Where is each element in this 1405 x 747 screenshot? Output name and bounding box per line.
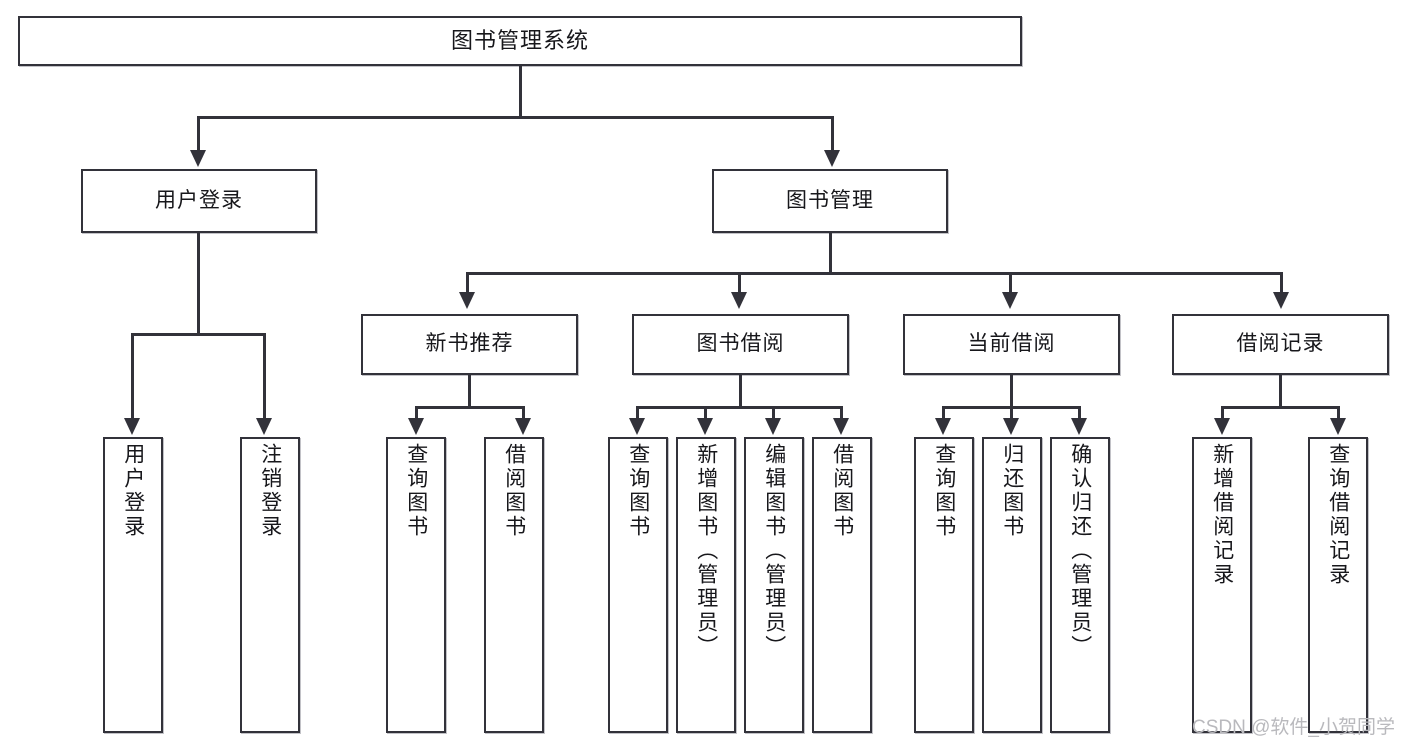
node-root-book-management-system[interactable]: 图书管理系统 — [18, 16, 1022, 66]
arrow-current-borrow-leaf-3 — [1071, 418, 1087, 435]
node-borrow-record[interactable]: 借阅记录 — [1172, 314, 1389, 375]
edge-level3-bus — [466, 272, 1283, 275]
edge-book-borrow-leaf-2 — [704, 406, 707, 420]
leaf-add-book-admin[interactable]: 新增图书（管理员） — [676, 437, 736, 733]
arrow-book-borrow-leaf-1 — [629, 418, 645, 435]
node-label: 查询图书 — [404, 443, 428, 539]
edge-user-login-leaf-2 — [263, 333, 266, 420]
node-label: 确认归还（管理员） — [1068, 443, 1092, 659]
edge-borrow-record-leaf-2 — [1337, 406, 1340, 420]
node-new-book-recommend[interactable]: 新书推荐 — [361, 314, 578, 375]
edge-book-borrow-leaf-3 — [772, 406, 775, 420]
edge-new-book-recommend-bus — [415, 406, 525, 409]
arrow-new-book-recommend-leaf-1 — [408, 418, 424, 435]
node-user-login[interactable]: 用户登录 — [81, 169, 317, 233]
edge-book-borrow-leaf-4 — [840, 406, 843, 420]
leaf-logout[interactable]: 注销登录 — [240, 437, 300, 733]
leaf-user-login[interactable]: 用户登录 — [103, 437, 163, 733]
edge-root-stem — [519, 66, 522, 117]
arrow-book-borrow-leaf-3 — [765, 418, 781, 435]
edge-current-borrow-leaf-1 — [942, 406, 945, 420]
node-label: 用户登录 — [155, 188, 243, 212]
edge-to-book-borrow — [738, 272, 741, 294]
edge-book-borrow-bus — [636, 406, 843, 409]
edge-to-borrow-record — [1280, 272, 1283, 294]
node-book-management[interactable]: 图书管理 — [712, 169, 948, 233]
leaf-query-book-recommend[interactable]: 查询图书 — [386, 437, 446, 733]
node-label: 图书借阅 — [696, 332, 785, 356]
arrow-to-user-login — [190, 150, 206, 167]
node-label: 新增图书（管理员） — [694, 443, 718, 659]
node-label: 借阅图书 — [502, 443, 526, 539]
node-current-borrow[interactable]: 当前借阅 — [903, 314, 1120, 375]
arrow-borrow-record-leaf-1 — [1214, 418, 1230, 435]
arrow-to-book-management — [824, 150, 840, 167]
leaf-query-borrow-record[interactable]: 查询借阅记录 — [1308, 437, 1368, 733]
edge-book-borrow-leaf-1 — [636, 406, 639, 420]
node-label: 查询图书 — [626, 443, 650, 539]
node-book-borrow[interactable]: 图书借阅 — [632, 314, 849, 375]
edge-to-new-book-recommend — [466, 272, 469, 294]
edge-user-login-stem — [197, 233, 200, 334]
arrow-to-borrow-record — [1273, 292, 1289, 309]
leaf-add-borrow-record[interactable]: 新增借阅记录 — [1192, 437, 1252, 733]
node-label: 新书推荐 — [425, 332, 514, 356]
arrow-user-login-leaf-2 — [256, 418, 272, 435]
edge-book-borrow-stem — [739, 375, 742, 408]
leaf-borrow-book-recommend[interactable]: 借阅图书 — [484, 437, 544, 733]
node-label: 归还图书 — [1000, 443, 1024, 539]
leaf-edit-book-admin[interactable]: 编辑图书（管理员） — [744, 437, 804, 733]
csdn-watermark: CSDN @软件_小贺同学 — [1192, 717, 1395, 738]
node-label: 图书管理系统 — [450, 28, 589, 54]
arrow-to-current-borrow — [1002, 292, 1018, 309]
edge-user-login-bus — [131, 333, 266, 336]
node-label: 新增借阅记录 — [1210, 443, 1234, 587]
node-label: 当前借阅 — [967, 332, 1056, 356]
node-label: 借阅记录 — [1236, 332, 1325, 356]
leaf-return-book[interactable]: 归还图书 — [982, 437, 1042, 733]
edge-to-current-borrow — [1009, 272, 1012, 294]
edge-new-book-recommend-leaf-2 — [522, 406, 525, 420]
edge-current-borrow-leaf-2 — [1010, 406, 1013, 420]
edge-borrow-record-leaf-1 — [1221, 406, 1224, 420]
arrow-new-book-recommend-leaf-2 — [515, 418, 531, 435]
edge-level2-bus — [197, 116, 834, 119]
leaf-confirm-return-admin[interactable]: 确认归还（管理员） — [1050, 437, 1110, 733]
edge-current-borrow-leaf-3 — [1078, 406, 1081, 420]
arrow-current-borrow-leaf-2 — [1003, 418, 1019, 435]
leaf-borrow-book[interactable]: 借阅图书 — [812, 437, 872, 733]
edge-new-book-recommend-leaf-1 — [415, 406, 418, 420]
node-label: 借阅图书 — [830, 443, 854, 539]
edge-new-book-recommend-stem — [468, 375, 471, 408]
edge-user-login-leaf-1 — [131, 333, 134, 420]
leaf-query-book-current[interactable]: 查询图书 — [914, 437, 974, 733]
arrow-current-borrow-leaf-1 — [935, 418, 951, 435]
arrow-to-book-borrow — [731, 292, 747, 309]
node-label: 用户登录 — [121, 443, 145, 539]
arrow-book-borrow-leaf-2 — [697, 418, 713, 435]
edge-borrow-record-stem — [1279, 375, 1282, 408]
node-label: 查询图书 — [932, 443, 956, 539]
node-label: 编辑图书（管理员） — [762, 443, 786, 659]
edge-to-user-login — [197, 116, 200, 152]
edge-current-borrow-stem — [1010, 375, 1013, 408]
node-label: 查询借阅记录 — [1326, 443, 1350, 587]
edge-borrow-record-bus — [1221, 406, 1340, 409]
arrow-to-new-book-recommend — [459, 292, 475, 309]
node-label: 注销登录 — [258, 443, 282, 539]
edge-book-management-stem — [829, 233, 832, 274]
arrow-book-borrow-leaf-4 — [833, 418, 849, 435]
arrow-borrow-record-leaf-2 — [1330, 418, 1346, 435]
edge-to-book-management — [831, 116, 834, 152]
node-label: 图书管理 — [786, 188, 874, 212]
arrow-user-login-leaf-1 — [124, 418, 140, 435]
leaf-query-book[interactable]: 查询图书 — [608, 437, 668, 733]
